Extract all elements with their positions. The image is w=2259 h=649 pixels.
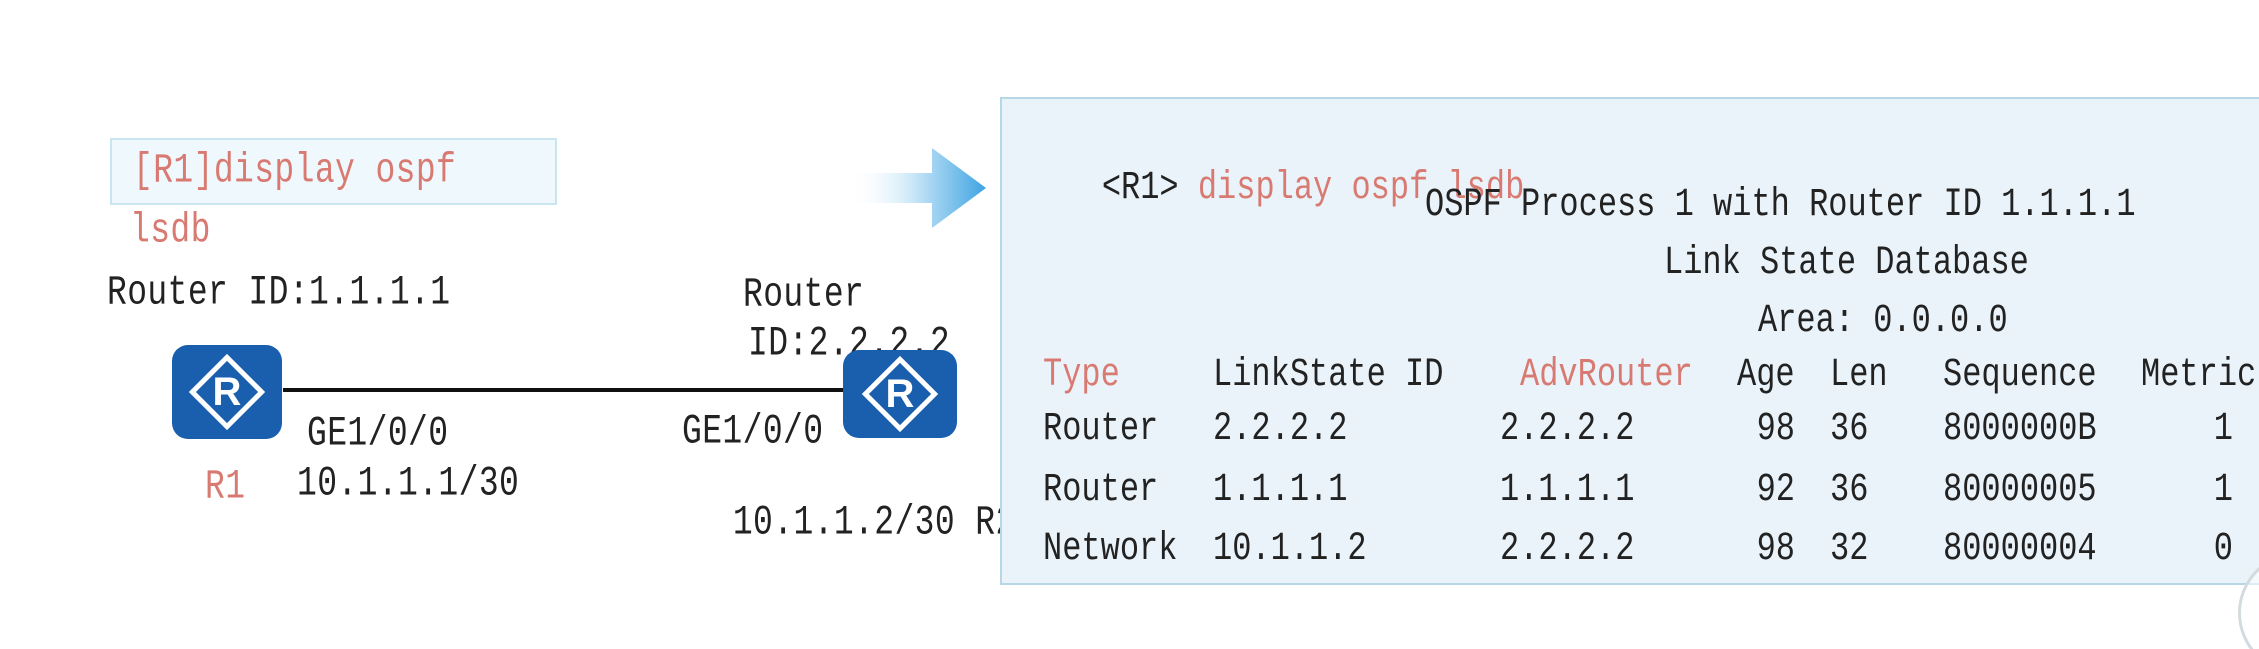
link-line xyxy=(283,388,845,392)
router-letter: R xyxy=(212,369,242,414)
table-cell-type: Network xyxy=(1043,525,1178,572)
terminal-command-line: <R1> display ospf lsdb xyxy=(1025,128,1524,248)
terminal-command: display ospf lsdb xyxy=(1197,164,1525,211)
terminal-prompt: <R1> xyxy=(1101,164,1198,211)
table-cell-advrouter: 2.2.2.2 xyxy=(1500,405,1635,452)
col-header-len: Len xyxy=(1830,351,1888,398)
table-cell-len: 36 xyxy=(1830,466,1869,513)
command-callout-line1: [R1]display ospf xyxy=(133,147,457,194)
table-cell-lsid: 10.1.1.2 xyxy=(1213,525,1367,572)
col-header-type: Type xyxy=(1043,351,1120,398)
ospf-process-line: OSPF Process 1 with Router ID 1.1.1.1 xyxy=(1425,181,2136,228)
table-cell-lsid: 2.2.2.2 xyxy=(1213,405,1348,452)
table-cell-len: 36 xyxy=(1830,405,1869,452)
flow-arrow-icon xyxy=(848,148,986,228)
link-state-database-line: Link State Database xyxy=(1664,239,2029,286)
table-cell-sequence: 80000005 xyxy=(1943,466,2097,513)
table-cell-sequence: 80000004 xyxy=(1943,525,2097,572)
router-letter: R xyxy=(885,371,915,416)
table-cell-type: Router xyxy=(1043,466,1159,513)
table-cell-age: 98 xyxy=(1756,525,1795,572)
command-callout-box xyxy=(110,138,557,205)
table-cell-age: 92 xyxy=(1756,466,1795,513)
col-header-linkstate-id: LinkState ID xyxy=(1213,351,1444,398)
router2-id-label-line1: Router xyxy=(743,271,865,318)
table-cell-lsid: 1.1.1.1 xyxy=(1213,466,1348,513)
table-cell-age: 98 xyxy=(1756,405,1795,452)
router1-icon: R xyxy=(172,345,282,439)
router1-id-label: Router ID:1.1.1.1 xyxy=(107,269,451,316)
table-cell-advrouter: 2.2.2.2 xyxy=(1500,525,1635,572)
col-header-age: Age xyxy=(1737,351,1795,398)
router1-name-label: R1 xyxy=(205,463,246,510)
table-cell-metric: 0 xyxy=(2213,525,2233,572)
router2-interface-label: GE1/0/0 xyxy=(682,408,824,455)
table-cell-len: 32 xyxy=(1830,525,1869,572)
col-header-sequence: Sequence xyxy=(1943,351,2097,398)
area-line: Area: 0.0.0.0 xyxy=(1758,297,2008,344)
router1-interface-label: GE1/0/0 xyxy=(307,410,449,457)
table-cell-advrouter: 1.1.1.1 xyxy=(1500,466,1635,513)
col-header-metric: Metric xyxy=(2141,351,2257,398)
col-header-advrouter: AdvRouter xyxy=(1520,351,1693,398)
router2-icon: R xyxy=(843,350,957,438)
table-cell-metric: 1 xyxy=(2213,405,2233,452)
command-callout-line2: lsdb xyxy=(130,207,211,254)
router1-ip-label: 10.1.1.1/30 xyxy=(297,460,520,507)
table-cell-type: Router xyxy=(1043,405,1159,452)
table-cell-metric: 1 xyxy=(2213,466,2233,513)
table-cell-sequence: 8000000B xyxy=(1943,405,2097,452)
router2-ip-label: 10.1.1.2/30 R2 xyxy=(652,461,1016,585)
terminal-output-panel xyxy=(1000,97,2259,585)
router2-ip: 10.1.1.2/30 xyxy=(732,499,956,546)
